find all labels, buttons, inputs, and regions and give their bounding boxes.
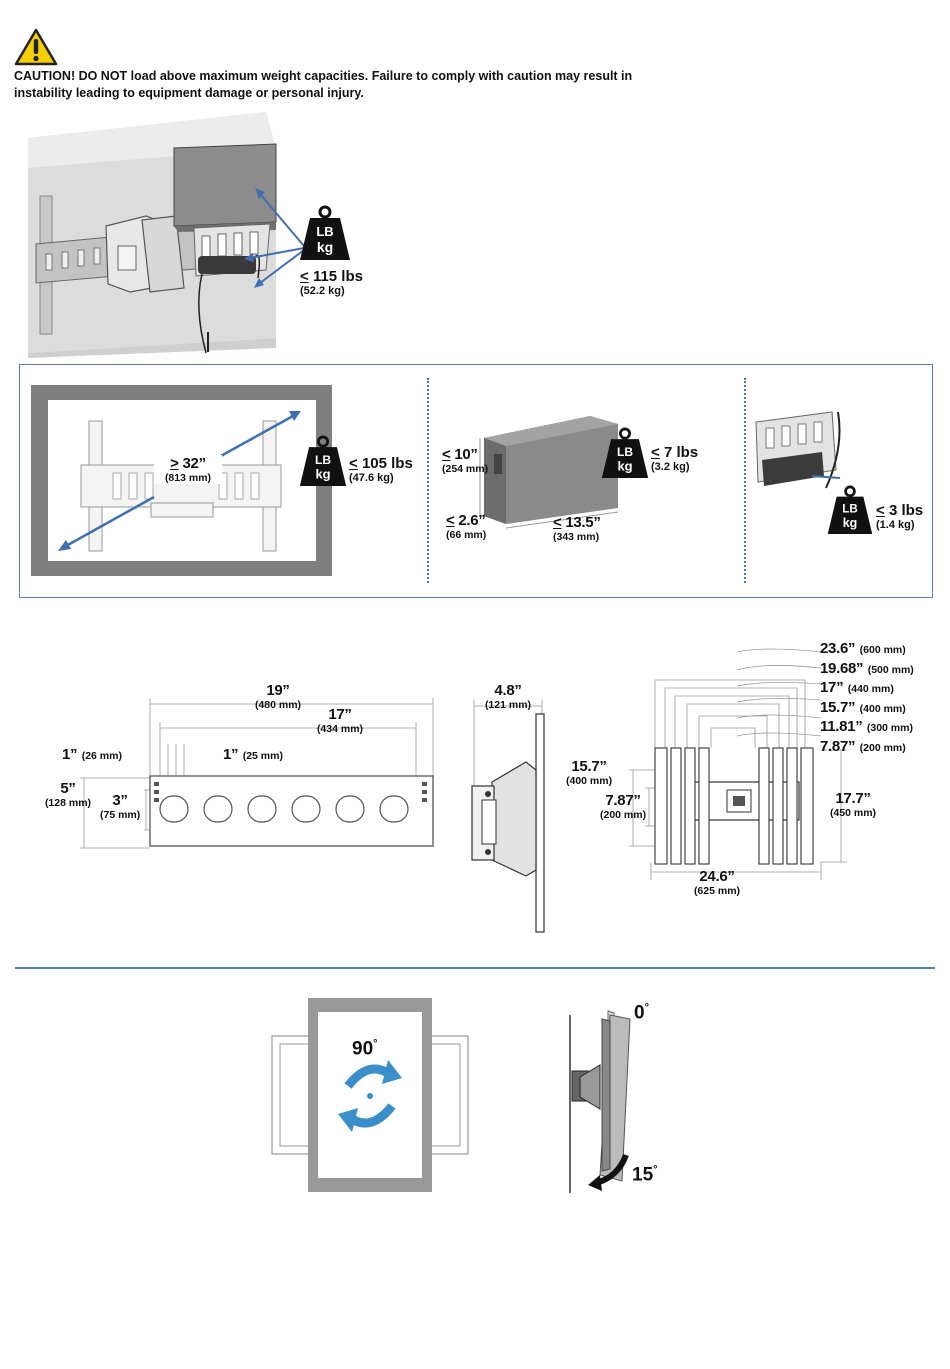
vesa-row: 23.6” (600 mm) — [820, 640, 906, 657]
svg-text:LB: LB — [315, 453, 331, 467]
svg-text:LB: LB — [617, 445, 633, 459]
rotation-angle: 90° — [352, 1038, 378, 1060]
box-max-width-metric: (343 mm) — [553, 531, 600, 543]
vesa-right-height-metric: (450 mm) — [829, 807, 877, 819]
weight-icon: LB kg — [300, 205, 350, 260]
profile-depth: 4.8” — [494, 682, 522, 699]
capacity-panel — [19, 364, 933, 598]
equipment-box-illustration — [479, 416, 619, 529]
cable-max-weight-metric: (1.4 kg) — [876, 519, 915, 531]
plate-hole-1b: 1” — [223, 746, 239, 763]
plate-hole-1a-metric: (26 mm) — [81, 750, 122, 762]
plate-width-19: 19” — [266, 682, 290, 699]
mount-max-weight-metric: (52.2 kg) — [300, 285, 345, 297]
tv-max-weight-metric: (47.6 kg) — [349, 472, 394, 484]
side-profile-drawing — [471, 700, 545, 933]
box-max-weight-metric: (3.2 kg) — [651, 461, 690, 473]
panel-divider — [744, 378, 746, 583]
section-divider — [15, 967, 935, 969]
vesa-row: 7.87” (200 mm) — [820, 737, 906, 755]
plate-height-3-metric: (75 mm) — [100, 809, 141, 821]
box-max-depth: < 2.6” — [446, 512, 486, 529]
box-max-weight: < 7 lbs — [651, 444, 699, 461]
vesa-bottom-width: 24.6” — [699, 868, 735, 885]
vesa-spacing-list: 23.6” (600 mm) 19.68” (500 mm) 17” (440 … — [820, 640, 914, 757]
vesa-pattern-drawing — [629, 648, 847, 880]
plate-height-5: 5” — [60, 780, 76, 797]
tv-max-weight: < 105 lbs — [349, 455, 413, 472]
mount-max-weight: < 115 lbs — [300, 268, 363, 285]
vesa-row: 19.68” (500 mm) — [820, 659, 914, 677]
weight-icon-kg: kg — [317, 239, 333, 255]
vesa-left-height-metric: (400 mm) — [566, 775, 613, 787]
svg-text:kg: kg — [843, 516, 858, 530]
vesa-row: 15.7” (400 mm) — [820, 698, 906, 716]
svg-text:kg: kg — [617, 459, 632, 474]
caution-text: CAUTION! DO NOT load above maximum weigh… — [14, 69, 633, 100]
svg-text:LB: LB — [842, 504, 857, 516]
tilt-min-angle: 0° — [634, 1002, 649, 1024]
plate-hole-1b-metric: (25 mm) — [242, 750, 283, 762]
weight-icon: LB kg — [827, 485, 873, 534]
wall-plate-dimension-drawing — [80, 698, 434, 849]
cable-bracket-illustration — [755, 411, 841, 489]
vesa-row: 11.81” (300 mm) — [820, 718, 913, 735]
weight-icon: LB kg — [299, 435, 347, 486]
box-max-depth-metric: (66 mm) — [446, 529, 487, 541]
plate-width-19-metric: (480 mm) — [254, 699, 302, 711]
weight-icon-lb: LB — [316, 224, 333, 239]
plate-height-5-metric: (128 mm) — [44, 797, 92, 809]
box-max-height-metric: (254 mm) — [442, 463, 489, 475]
vesa-left-height: 15.7” — [571, 758, 607, 775]
rotation-illustration — [271, 998, 469, 1192]
box-max-height: < 10” — [442, 446, 478, 463]
vesa-bottom-width-metric: (625 mm) — [693, 885, 741, 897]
plate-width-17-metric: (434 mm) — [316, 723, 364, 735]
panel-divider — [427, 378, 429, 583]
weight-icon: LB kg — [601, 427, 649, 478]
vesa-left-inner: 7.87” — [605, 792, 641, 809]
warning-icon — [14, 28, 58, 66]
tv-min-size-metric: (813 mm) — [164, 472, 212, 484]
svg-text:kg: kg — [315, 467, 330, 482]
box-max-width: < 13.5” — [553, 514, 601, 531]
vesa-row: 17” (440 mm) — [820, 679, 894, 696]
cable-line — [207, 332, 209, 352]
mount-overview-illustration — [28, 112, 305, 358]
tilt-max-angle: 15° — [632, 1164, 658, 1186]
vesa-right-height: 17.7” — [835, 790, 871, 807]
profile-depth-metric: (121 mm) — [484, 699, 532, 711]
plate-height-3: 3” — [112, 792, 128, 809]
plate-hole-1a: 1” — [62, 746, 78, 763]
plate-width-17: 17” — [328, 706, 352, 723]
cable-max-weight: < 3 lbs — [876, 502, 924, 519]
tv-min-size: > 32” — [170, 455, 206, 472]
tilt-illustration — [569, 1010, 631, 1193]
vesa-left-inner-metric: (200 mm) — [600, 809, 647, 821]
